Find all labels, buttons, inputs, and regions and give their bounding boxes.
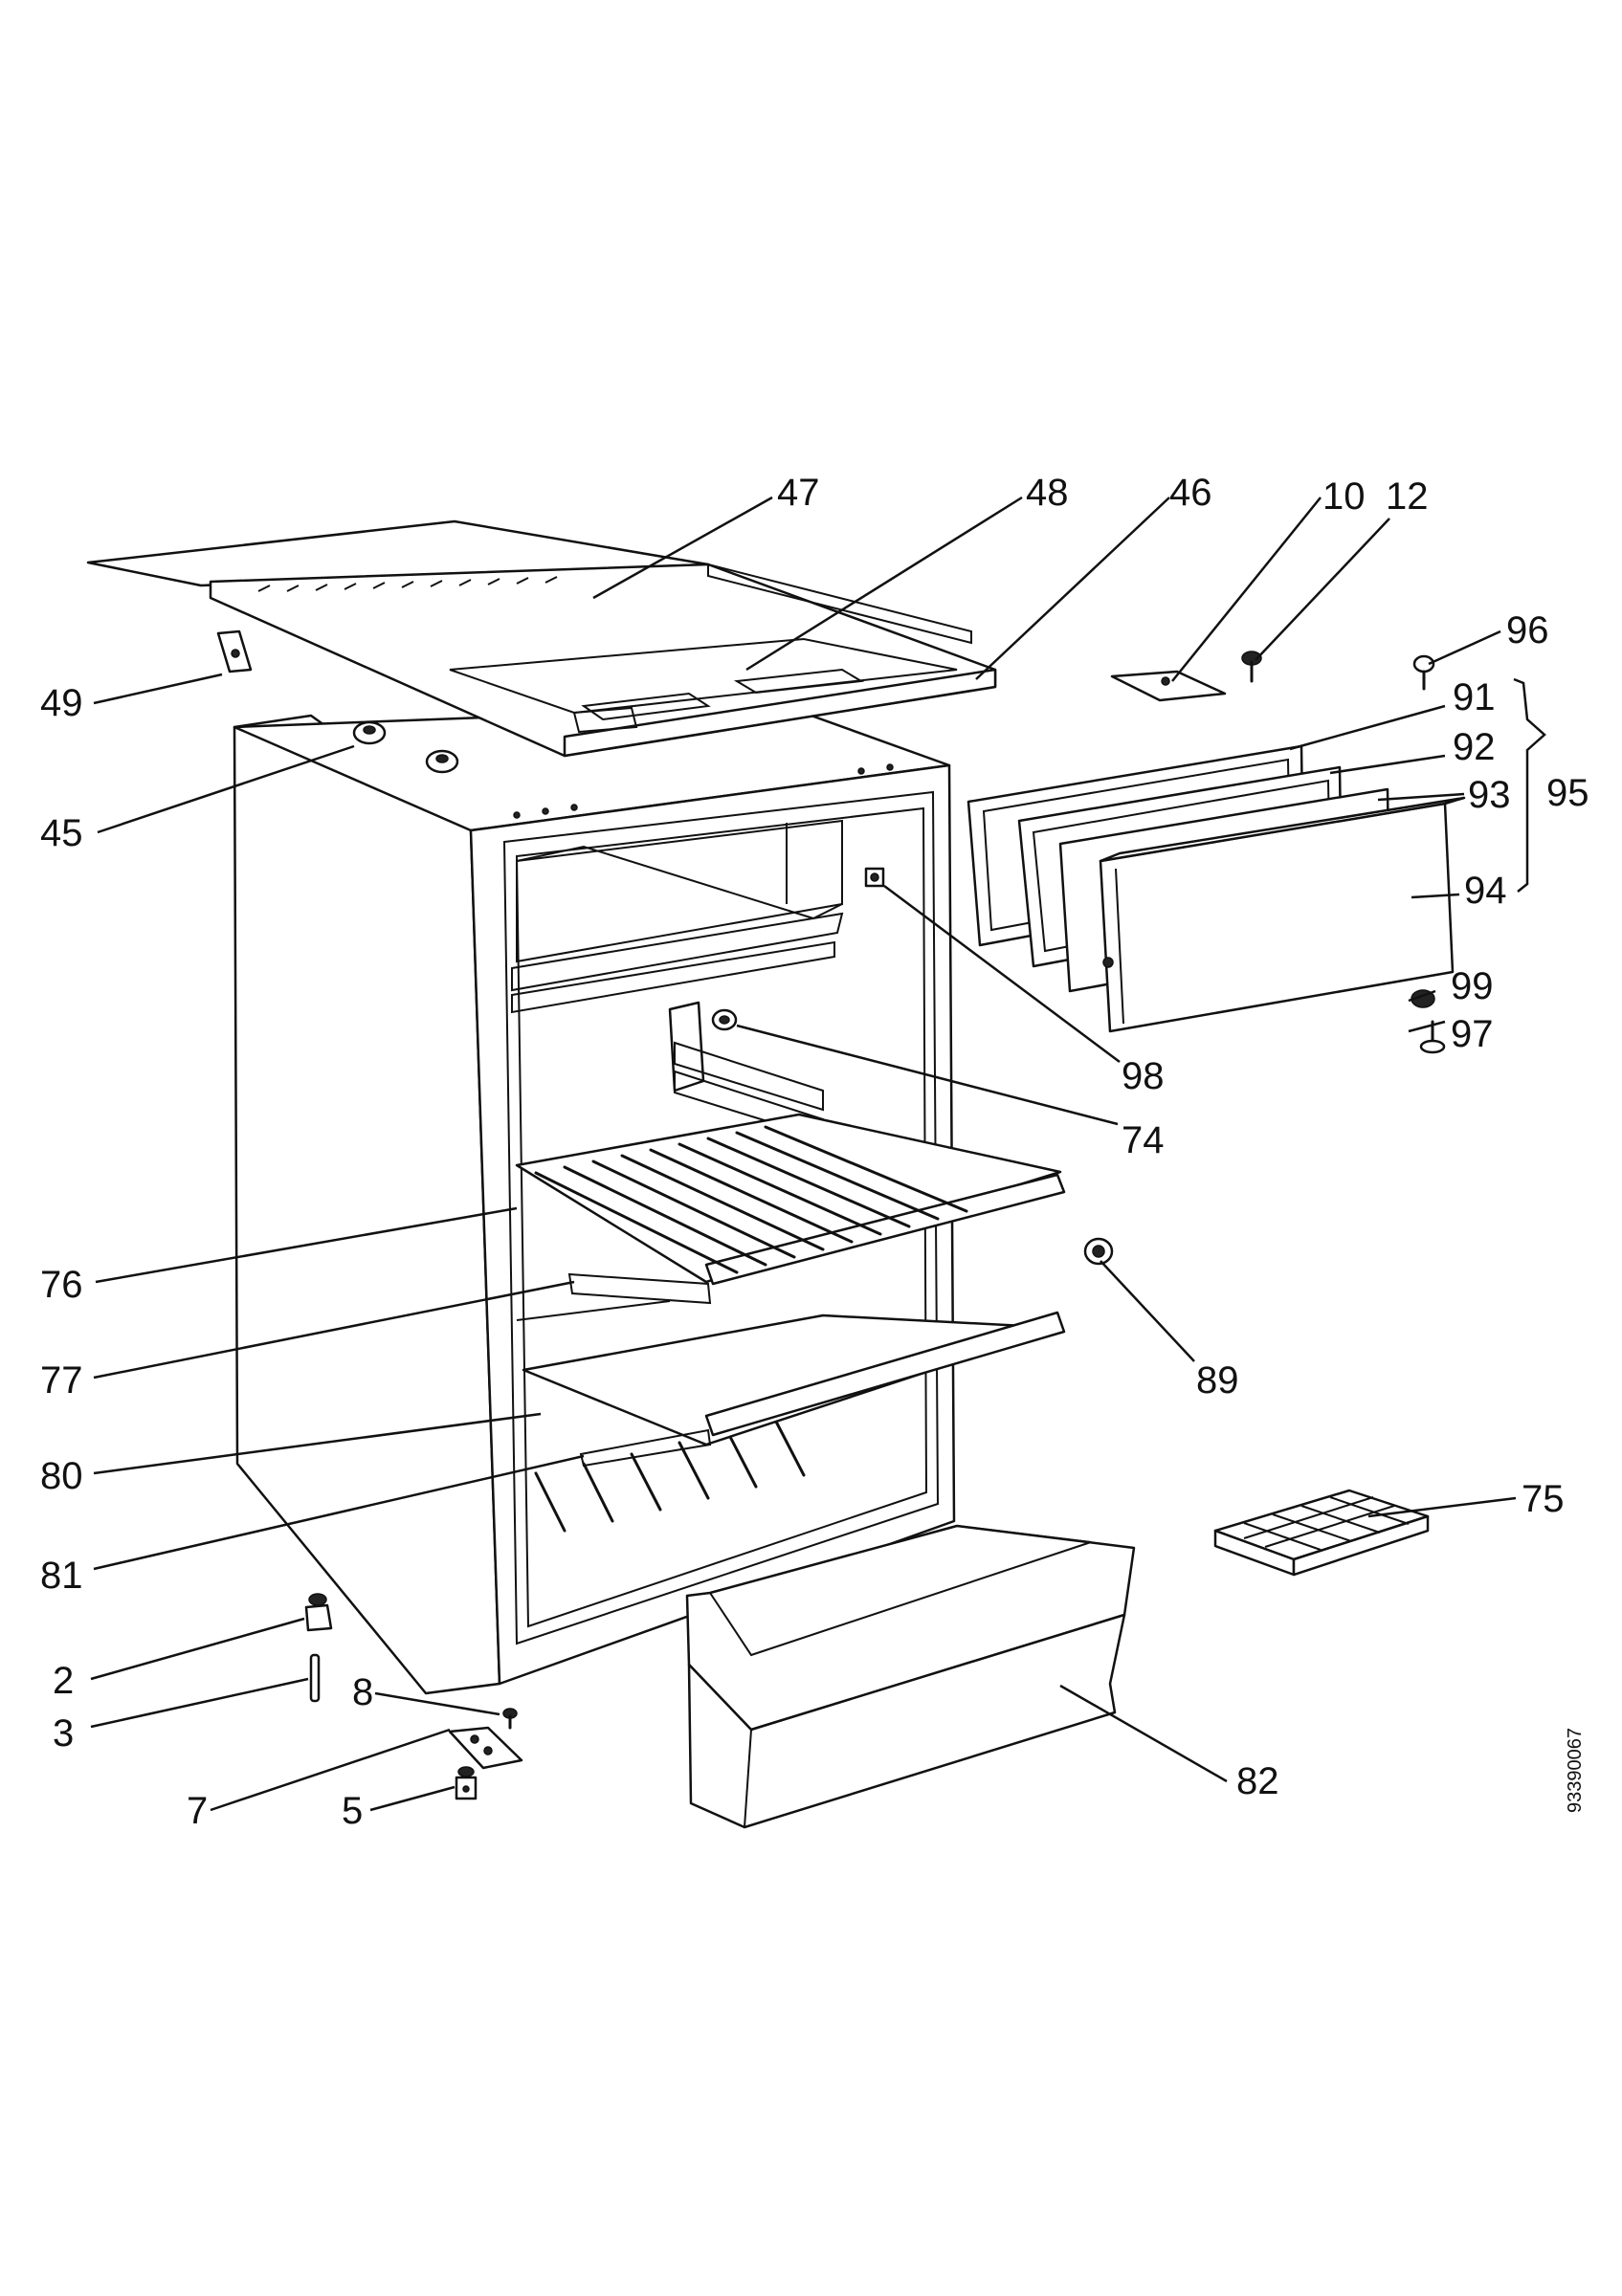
callout-5: 5 bbox=[342, 1790, 363, 1832]
pin-3 bbox=[309, 1653, 321, 1703]
foot-2 bbox=[304, 1593, 333, 1632]
pin-97 bbox=[1419, 1020, 1446, 1054]
callout-7: 7 bbox=[187, 1790, 208, 1832]
callout-12: 12 bbox=[1386, 475, 1429, 518]
document-id: 93390067 bbox=[1565, 1728, 1586, 1813]
clip-98 bbox=[864, 867, 885, 888]
callout-98: 98 bbox=[1122, 1055, 1165, 1097]
callout-77: 77 bbox=[40, 1359, 83, 1402]
hinge-pin-12 bbox=[1241, 651, 1262, 683]
callout-80: 80 bbox=[40, 1455, 83, 1497]
wire-shelf-76 bbox=[515, 1113, 1066, 1305]
callout-82: 82 bbox=[1236, 1760, 1279, 1802]
hinge-pin-5 bbox=[455, 1766, 478, 1800]
foot-45 bbox=[352, 720, 459, 774]
hinge-10 bbox=[1110, 670, 1227, 702]
plug-89 bbox=[1083, 1237, 1114, 1266]
callout-94: 94 bbox=[1464, 870, 1507, 912]
callout-74: 74 bbox=[1122, 1119, 1165, 1161]
callout-3: 3 bbox=[53, 1712, 74, 1755]
crisper-drawer-82 bbox=[685, 1524, 1136, 1829]
callout-95: 95 bbox=[1546, 772, 1589, 814]
screw-8 bbox=[502, 1708, 518, 1730]
callout-92: 92 bbox=[1453, 726, 1496, 768]
callout-97: 97 bbox=[1451, 1013, 1494, 1055]
callout-labels: 47 48 46 10 12 96 49 91 92 93 95 94 45 9… bbox=[40, 472, 1589, 1832]
callout-47: 47 bbox=[777, 472, 820, 514]
glass-shelf-80 bbox=[522, 1311, 1066, 1468]
bracket-49 bbox=[216, 629, 253, 673]
callout-10: 10 bbox=[1322, 475, 1366, 518]
callout-45: 45 bbox=[40, 812, 83, 854]
callout-2: 2 bbox=[53, 1660, 74, 1702]
leader-lines bbox=[90, 496, 1546, 1812]
callout-81: 81 bbox=[40, 1555, 83, 1597]
callout-91: 91 bbox=[1453, 676, 1496, 718]
callout-76: 76 bbox=[40, 1264, 83, 1306]
callout-8: 8 bbox=[352, 1671, 373, 1713]
callout-46: 46 bbox=[1169, 472, 1212, 514]
door-assembly bbox=[967, 744, 1466, 1033]
callout-99: 99 bbox=[1451, 965, 1494, 1007]
callout-93: 93 bbox=[1468, 774, 1511, 816]
ice-tray-75 bbox=[1213, 1489, 1430, 1577]
callout-49: 49 bbox=[40, 682, 83, 724]
hinge-7 bbox=[448, 1726, 523, 1770]
callout-48: 48 bbox=[1026, 472, 1069, 514]
top-cover bbox=[86, 519, 997, 758]
callout-89: 89 bbox=[1196, 1359, 1239, 1402]
callout-75: 75 bbox=[1522, 1478, 1565, 1520]
bush-96 bbox=[1412, 654, 1435, 691]
callout-96: 96 bbox=[1506, 609, 1549, 651]
